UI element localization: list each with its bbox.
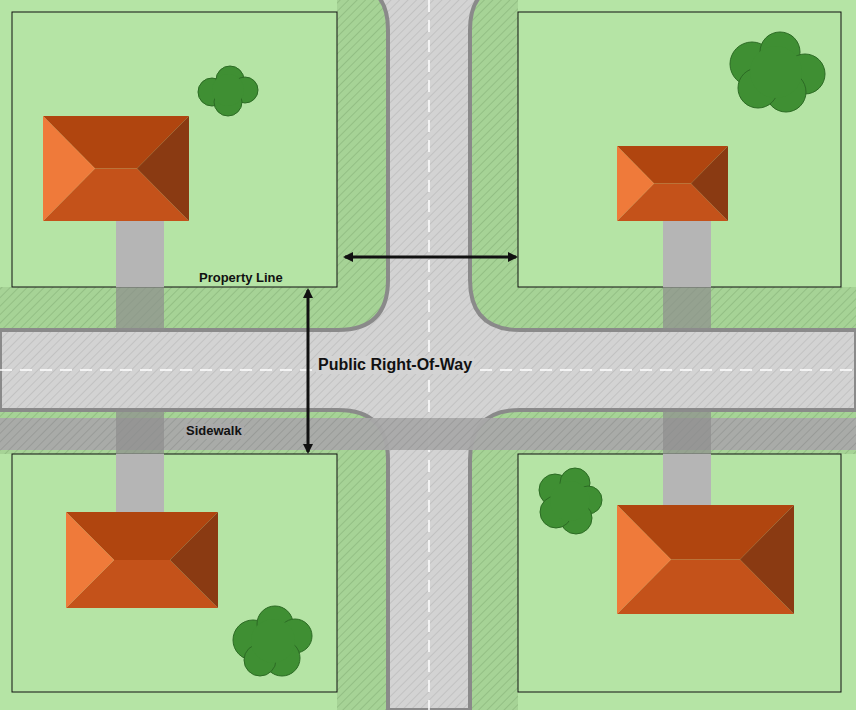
property-lot [518,454,841,692]
driveway-aprons [116,287,711,454]
dimension-arrow [307,290,310,452]
tree [730,32,825,112]
dimension-arrow [345,256,516,259]
center-line [428,0,430,710]
property-lot [12,12,337,287]
house [617,505,794,614]
right-of-way-label: Public Right-Of-Way [316,356,474,374]
tree [233,606,312,676]
property-lot [518,12,841,287]
property-lot [12,454,337,692]
sidewalk-label: Sidewalk [184,424,244,439]
driveways [116,221,711,512]
property-line-label: Property Line [197,271,285,286]
tree [198,66,258,116]
house [66,512,218,608]
house [617,146,728,221]
house [43,116,189,221]
tree [539,468,602,534]
